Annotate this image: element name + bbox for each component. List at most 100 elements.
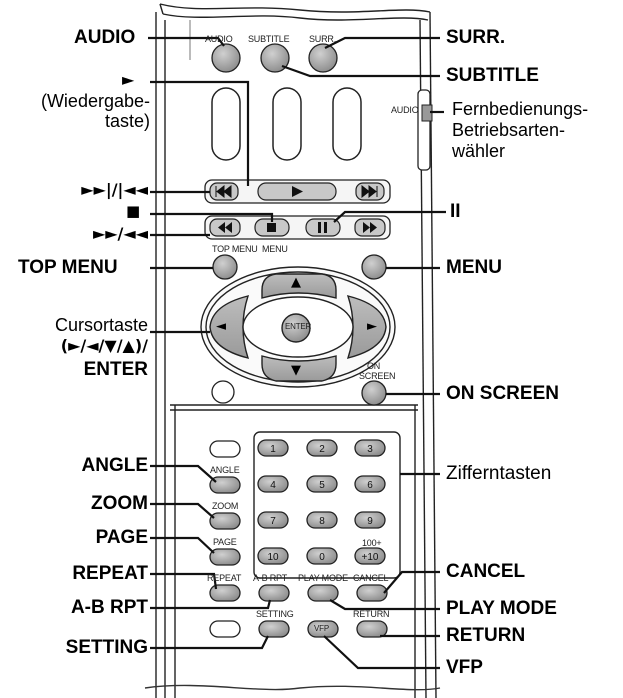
- number-key-label: 2: [319, 444, 325, 455]
- cursor-left-icon: ◄: [216, 319, 226, 334]
- remote-label-repeat: REPEAT: [207, 573, 242, 583]
- number-key-label: 4: [270, 480, 276, 491]
- cancel-button[interactable]: [356, 584, 388, 602]
- blank-oval-key-bottom[interactable]: [209, 620, 241, 638]
- remote-label-angle: ANGLE: [210, 465, 240, 475]
- remote-label-subtitle: SUBTITLE: [248, 34, 290, 44]
- remote-label-setting: SETTING: [256, 609, 294, 619]
- number-key-label: 6: [367, 480, 373, 491]
- label-top-menu: TOP MENU: [18, 257, 118, 278]
- remote-label-page: PAGE: [213, 537, 237, 547]
- remote-label-ab-rpt: A-B RPT: [253, 573, 288, 583]
- label-vfp: VFP: [446, 657, 483, 678]
- label-play-text-1: (Wiedergabe-: [40, 91, 150, 111]
- pause-button[interactable]: [305, 218, 341, 237]
- vfp-button[interactable]: [307, 620, 339, 638]
- remote-label-play-mode: PLAY MODE: [298, 573, 348, 583]
- number-key-8[interactable]: [306, 511, 338, 529]
- subtitle-button[interactable]: [260, 43, 290, 73]
- number-key-5[interactable]: [306, 475, 338, 493]
- number-key-9[interactable]: [354, 511, 386, 529]
- transport-row: [204, 215, 391, 240]
- cursor-down-icon: ▼: [291, 363, 301, 378]
- number-pad-frame: [253, 431, 401, 579]
- label-mode-selector-3: wähler: [452, 141, 506, 161]
- skip-forward-icon: [361, 184, 378, 199]
- number-key-2[interactable]: [306, 439, 338, 457]
- remote-label-screen: SCREEN: [359, 371, 396, 381]
- label-mode-selector-2: Betriebsarten-: [452, 120, 566, 140]
- remote-label-menu: MENU: [262, 244, 288, 254]
- top-menu-button[interactable]: [212, 254, 238, 280]
- remote-label-enter: ENTER: [285, 322, 312, 331]
- label-cancel: CANCEL: [446, 561, 526, 582]
- number-key-label: 9: [367, 516, 373, 527]
- audio-button[interactable]: [211, 43, 241, 73]
- label-ab-rpt: A-B RPT: [70, 597, 148, 618]
- number-key-label: 0: [319, 552, 325, 563]
- label-stop: ■: [126, 202, 141, 220]
- blank-oval-key[interactable]: [209, 440, 241, 458]
- label-cursor-2: (►/◄/▼/▲)/: [60, 336, 148, 355]
- label-fwd-rew: ►►/◄◄: [92, 224, 148, 243]
- surr-button[interactable]: [308, 43, 338, 73]
- cursor-up-button[interactable]: [261, 273, 337, 299]
- label-zoom: ZOOM: [91, 493, 148, 514]
- label-menu: MENU: [446, 257, 502, 278]
- number-key-label: 1: [270, 444, 276, 455]
- label-mode-selector-1: Fernbedienungs-: [452, 99, 589, 119]
- pause-icon: [318, 222, 327, 233]
- number-key-4[interactable]: [257, 475, 289, 493]
- remote-label-return: RETURN: [353, 609, 390, 619]
- number-key-label: +10: [362, 552, 379, 563]
- number-key-1[interactable]: [257, 439, 289, 457]
- number-key-label: 10: [267, 552, 279, 563]
- number-key-3[interactable]: [354, 439, 386, 457]
- play-icon: [292, 186, 303, 197]
- number-key-plus10[interactable]: [354, 547, 386, 565]
- label-setting: SETTING: [65, 637, 148, 658]
- remote-label-cancel: CANCEL: [353, 573, 389, 583]
- label-surr: SURR.: [446, 27, 506, 48]
- remote-label-switch-audio: AUDIO: [391, 105, 419, 115]
- cursor-down-button[interactable]: [261, 355, 337, 382]
- play-mode-button[interactable]: [307, 584, 339, 602]
- return-button[interactable]: [356, 620, 388, 638]
- label-audio: AUDIO: [74, 27, 136, 48]
- remote-body: [144, 3, 441, 698]
- number-key-0[interactable]: [306, 547, 338, 565]
- enter-button[interactable]: [281, 313, 311, 343]
- fast-forward-icon: [363, 222, 377, 233]
- cursor-right-icon: ►: [367, 319, 377, 334]
- zoom-button[interactable]: [209, 512, 241, 530]
- menu-button[interactable]: [361, 254, 387, 280]
- ab-rpt-button[interactable]: [258, 584, 290, 602]
- mode-selector-switch[interactable]: [417, 89, 433, 171]
- label-page: PAGE: [95, 527, 148, 548]
- cursor-up-icon: ▲: [291, 275, 301, 290]
- page-button[interactable]: [209, 548, 241, 566]
- number-key-7[interactable]: [257, 511, 289, 529]
- repeat-button[interactable]: [209, 584, 241, 602]
- blank-round-button[interactable]: [211, 380, 235, 404]
- rewind-icon: [218, 222, 232, 233]
- number-key-10[interactable]: [257, 547, 289, 565]
- callout-leader-lines: [148, 36, 446, 670]
- setting-button[interactable]: [258, 620, 290, 638]
- tall-oval-keys: [211, 87, 362, 161]
- left-function-keys: [209, 440, 241, 566]
- number-key-6[interactable]: [354, 475, 386, 493]
- top-row-buttons: [211, 43, 338, 73]
- cursor-pad: [200, 266, 396, 388]
- label-subtitle: SUBTITLE: [446, 65, 539, 86]
- angle-button[interactable]: [209, 476, 241, 494]
- number-key-label: 5: [319, 480, 325, 491]
- label-repeat: REPEAT: [72, 563, 148, 584]
- remote-label-vfp: VFP: [314, 624, 329, 633]
- remote-label-100plus: 100+: [362, 538, 382, 548]
- remote-label-on: ON: [367, 361, 381, 371]
- label-pause: II: [450, 201, 461, 222]
- on-screen-button[interactable]: [361, 380, 387, 406]
